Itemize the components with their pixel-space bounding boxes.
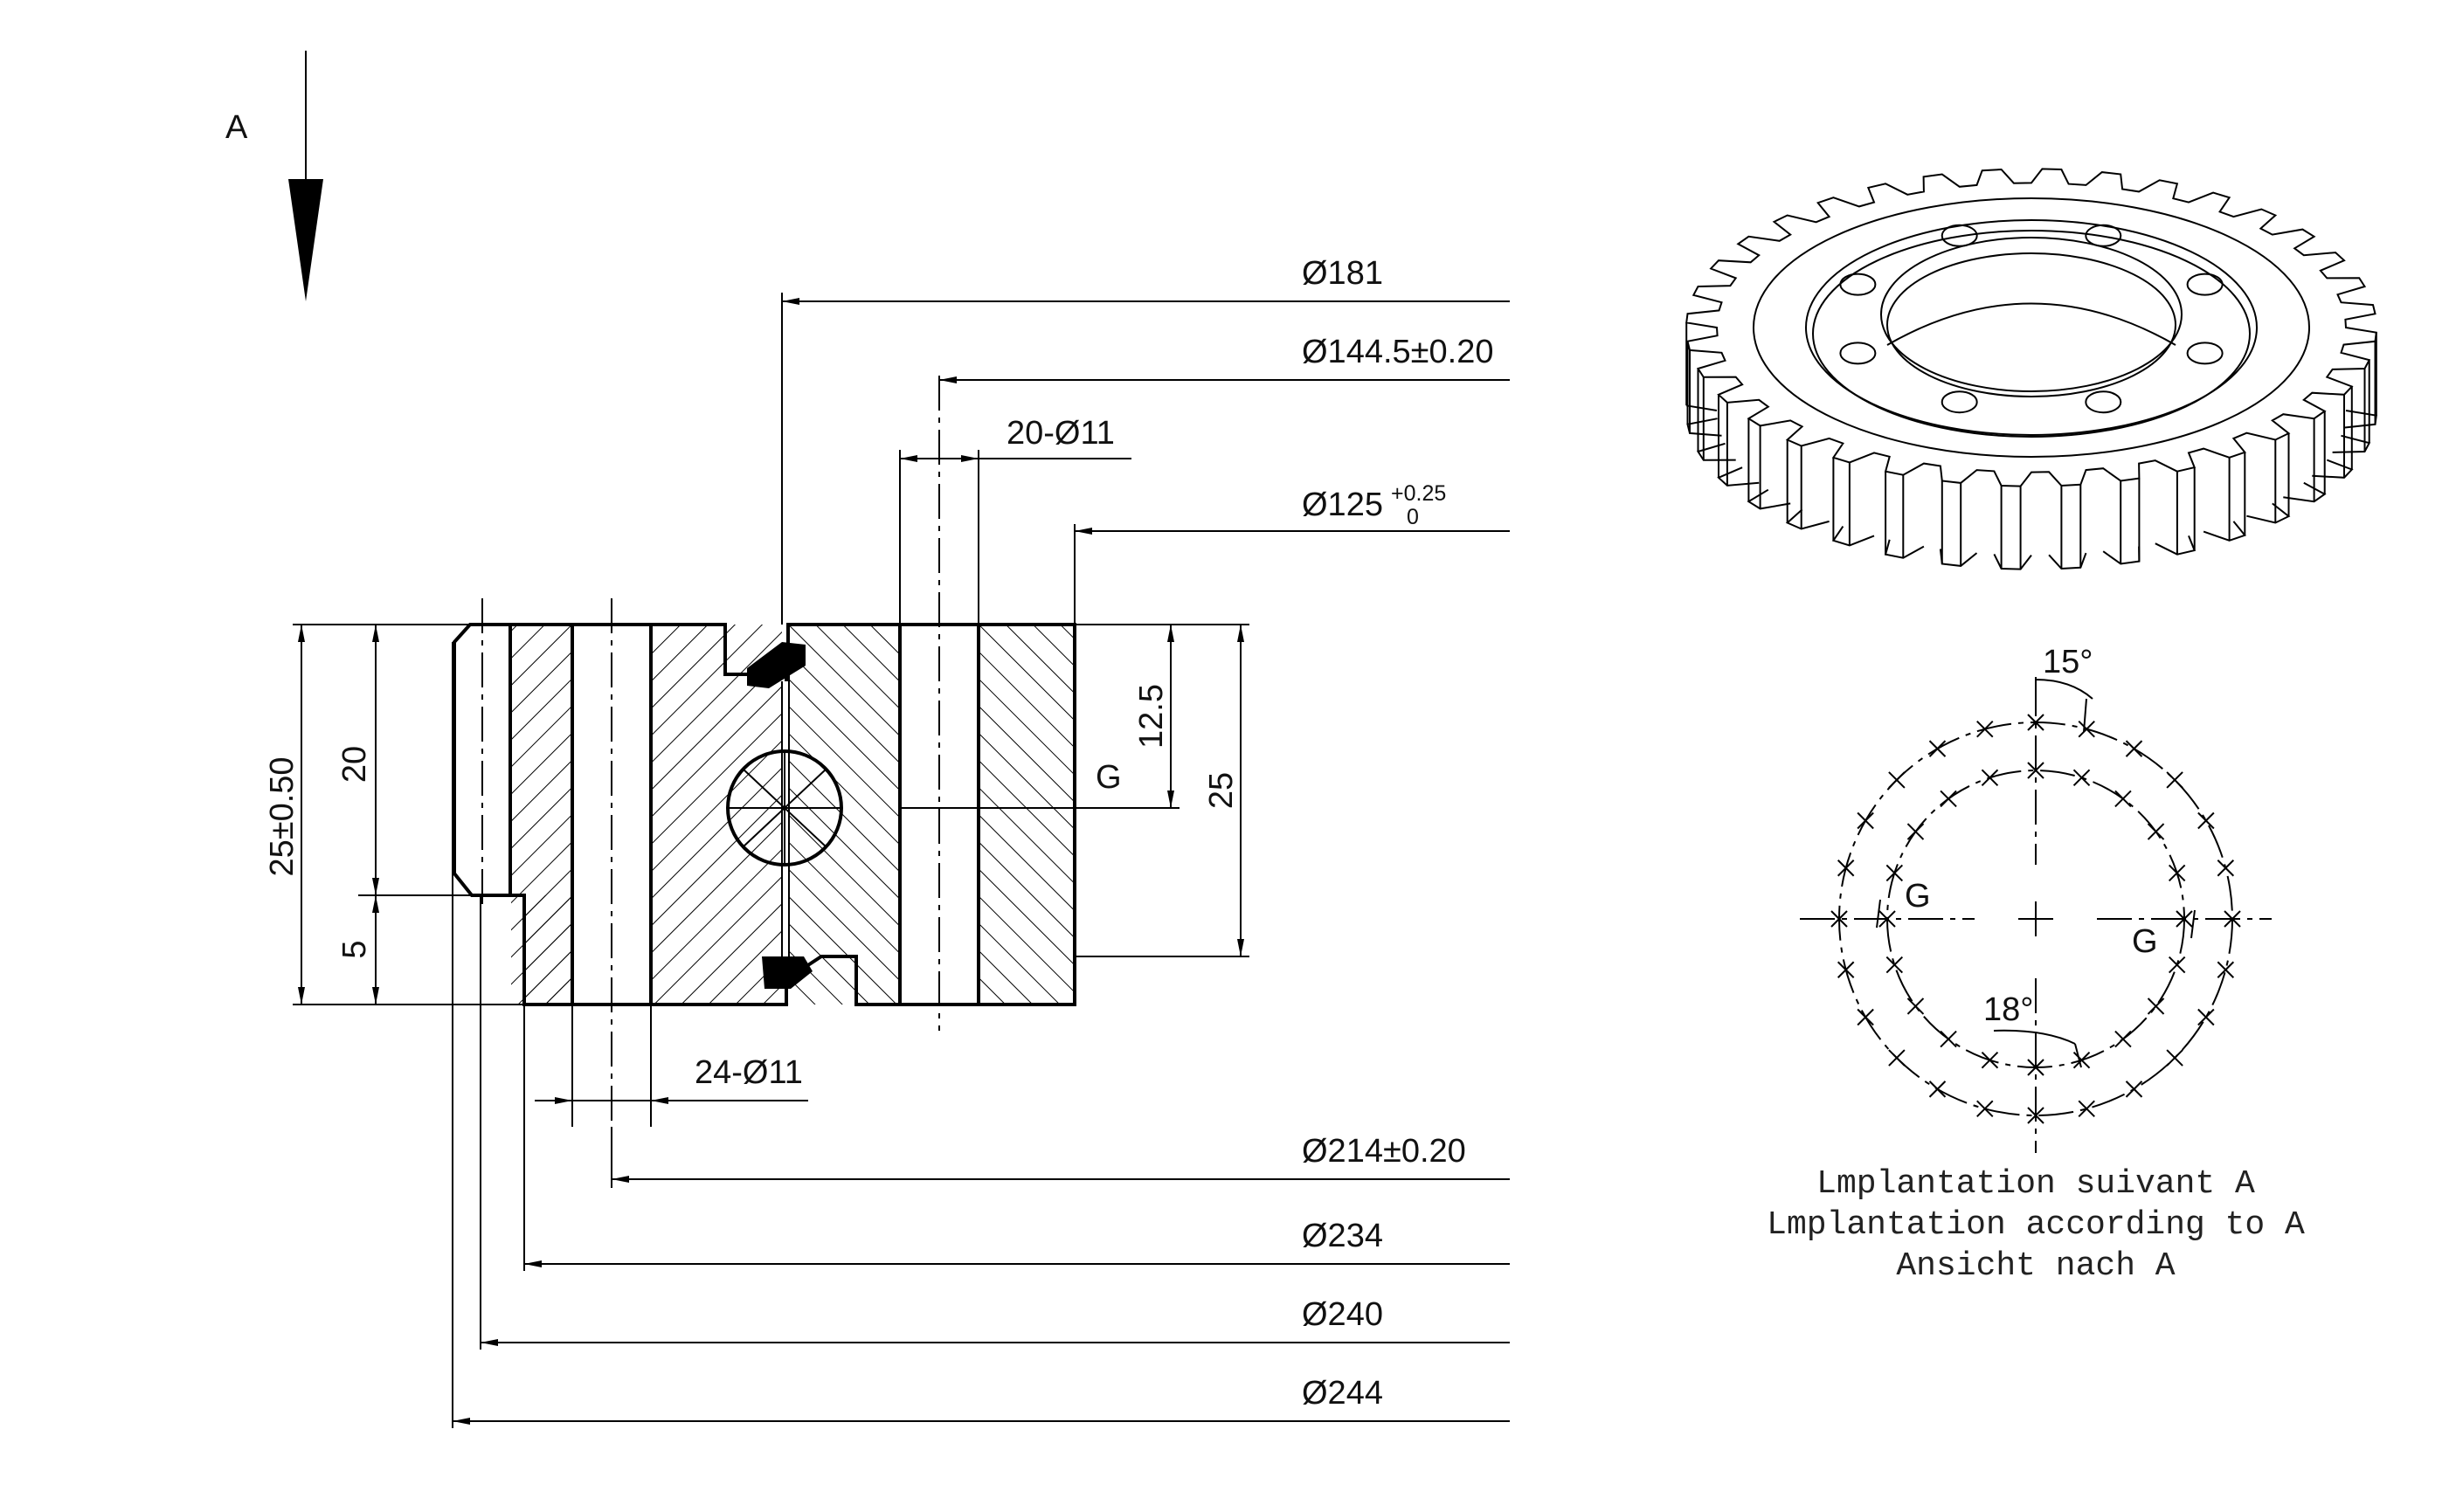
hole-mark-inner: [2072, 769, 2091, 787]
dim-h20: 20: [336, 746, 373, 783]
hole-mark-outer: [1837, 860, 1855, 877]
dim-holes-24: 24-Ø11: [695, 1054, 803, 1091]
hole-mark-outer: [2125, 740, 2143, 757]
dim-h25-right: 25: [1203, 772, 1240, 809]
dim-d181: Ø181: [1302, 255, 1383, 292]
gear-bolt-hole: [1941, 224, 1978, 247]
hole-mark-outer: [1888, 771, 1906, 789]
gear-bolt-hole: [2186, 342, 2224, 365]
hole-mark-inner: [1885, 864, 1904, 882]
hole-mark-outer: [1830, 910, 1848, 928]
hole-mark-inner: [2176, 910, 2193, 928]
hole-mark-outer: [1928, 1080, 1947, 1098]
hole-mark-outer: [2166, 771, 2183, 789]
gear-bolt-hole: [2085, 224, 2122, 247]
hole-mark-inner: [2147, 823, 2165, 840]
hole-mark-outer: [1976, 1100, 1994, 1118]
hole-mark-outer: [2197, 1008, 2215, 1026]
hole-mark-outer: [2217, 860, 2235, 877]
hole-layout-view: 15° 18° G G Lmplantation suivant A Lmpla…: [1767, 644, 2305, 1285]
gear-bolt-hole: [1839, 273, 1877, 296]
hole-mark-outer: [2027, 714, 2044, 731]
angle-inner: 18°: [1983, 991, 2033, 1028]
hole-mark-outer: [2078, 1100, 2095, 1118]
hole-mark-inner: [2027, 762, 2044, 779]
caption-fr: Lmplantation suivant A: [1816, 1165, 2255, 1203]
dim-d125-tol-lower: 0: [1407, 505, 1419, 529]
gear-bolt-hole: [2085, 390, 2122, 414]
hole-mark-inner: [1981, 769, 1999, 787]
hole-mark-outer: [2197, 811, 2215, 830]
hole-mark-outer: [1857, 1008, 1874, 1026]
caption-de: Ansicht nach A: [1896, 1247, 2175, 1285]
hole-mark-inner: [2114, 790, 2132, 808]
dim-d125: Ø125: [1302, 487, 1383, 523]
hole-mark-outer: [2027, 1107, 2044, 1124]
hole-mark-inner: [1940, 1030, 1957, 1048]
hole-mark-outer: [2217, 961, 2235, 978]
hole-mark-outer: [1888, 1049, 1906, 1067]
gear-3d-view: [1685, 168, 2377, 570]
hole-mark-inner: [2114, 1030, 2132, 1048]
hole-mark-outer: [1976, 720, 1994, 738]
dim-d240: Ø240: [1302, 1296, 1383, 1333]
seal-top: [747, 642, 806, 688]
dim-holes-20: 20-Ø11: [1007, 415, 1115, 452]
view-arrow-a: A: [225, 51, 323, 301]
dim-h12-5: 12.5: [1133, 684, 1170, 749]
seal-bottom: [762, 956, 813, 989]
dim-label-g: G: [1096, 759, 1122, 796]
cross-section: [453, 376, 1076, 1127]
hole-mark-inner: [2168, 956, 2186, 974]
dim-d144: Ø144.5±0.20: [1302, 334, 1493, 370]
view-label: A: [225, 109, 248, 146]
gear-bolt-hole: [1941, 390, 1978, 414]
hole-mark-inner: [1981, 1051, 1999, 1069]
hole-mark-inner: [1878, 910, 1896, 928]
dim-d244: Ø244: [1302, 1375, 1383, 1412]
hole-mark-inner: [1906, 998, 1925, 1015]
hole-mark-inner: [2147, 998, 2165, 1015]
hole-mark-inner: [1906, 823, 1925, 840]
hole-mark-inner: [1885, 956, 1904, 974]
gear-bolt-hole: [2186, 273, 2224, 296]
angle-outer: 15°: [2043, 644, 2093, 680]
hole-mark-outer: [1928, 740, 1947, 757]
hole-mark-inner: [2168, 864, 2186, 882]
g-left: G: [1905, 878, 1931, 915]
hole-mark-outer: [2166, 1049, 2183, 1067]
hole-mark-outer: [1837, 961, 1855, 978]
dimensions: Ø181 Ø144.5±0.20 20-Ø11 Ø125 +0.25 0 12.…: [264, 255, 1510, 1428]
hole-mark-outer: [2078, 720, 2095, 738]
hole-mark-inner: [2027, 1059, 2044, 1076]
caption-en: Lmplantation according to A: [1767, 1206, 2305, 1244]
dim-d214: Ø214±0.20: [1302, 1133, 1466, 1170]
hole-mark-inner: [2072, 1051, 2091, 1069]
dim-h25-left: 25±0.50: [264, 756, 301, 876]
dim-h5: 5: [336, 940, 373, 958]
dim-d125-tol-upper: +0.25: [1391, 481, 1446, 506]
g-right: G: [2132, 923, 2158, 960]
dim-d234: Ø234: [1302, 1218, 1383, 1254]
hole-mark-outer: [2224, 910, 2241, 928]
gear-bolt-hole: [1839, 342, 1877, 365]
hole-mark-outer: [2125, 1080, 2143, 1098]
hole-mark-outer: [1857, 811, 1874, 830]
hole-mark-inner: [1940, 790, 1957, 808]
